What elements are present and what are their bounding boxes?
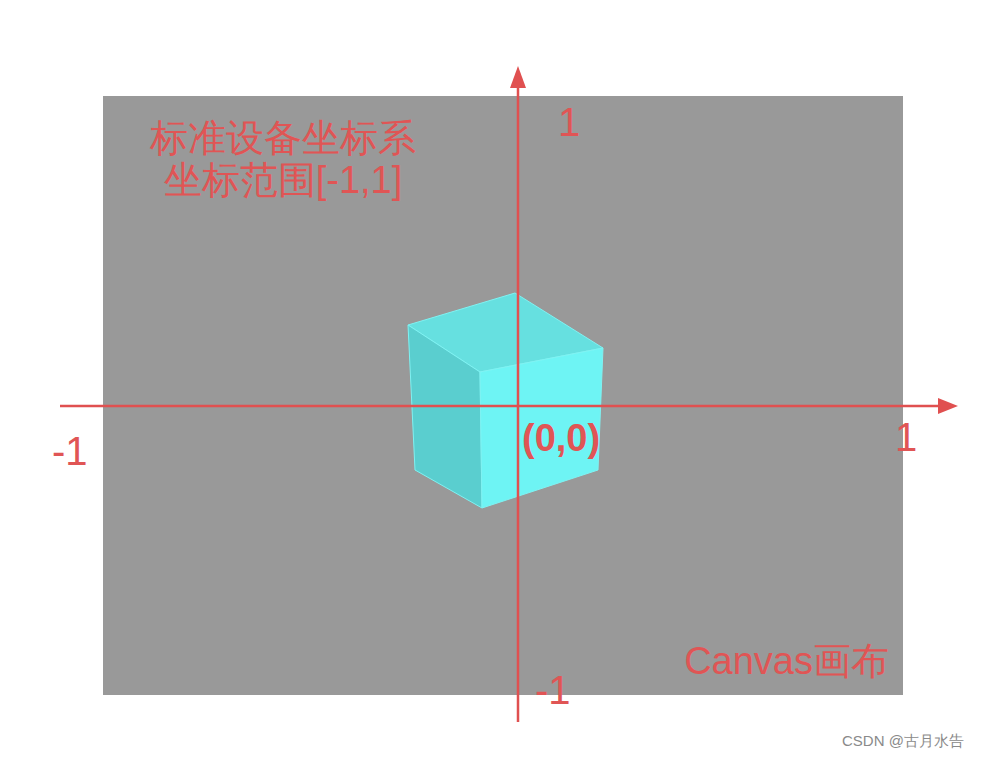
cube-right-face xyxy=(480,348,603,508)
y-axis xyxy=(517,82,520,722)
cube-left-face xyxy=(408,325,482,508)
y-axis-arrowhead xyxy=(510,66,526,88)
x-axis xyxy=(60,405,944,408)
x-axis-arrowhead xyxy=(938,398,958,414)
axis-tick-label: -1 xyxy=(535,668,571,712)
watermark: CSDN @古月水告 xyxy=(842,733,964,750)
axis-tick-label: -1 xyxy=(52,429,88,473)
origin-label: (0,0) xyxy=(522,418,600,460)
title-text: 标准设备坐标系 坐标范围[-1,1] xyxy=(133,118,433,202)
canvas-label: Canvas画布 xyxy=(684,641,889,683)
axis-tick-label: 1 xyxy=(895,415,917,459)
axis-tick-label: 1 xyxy=(558,100,580,144)
